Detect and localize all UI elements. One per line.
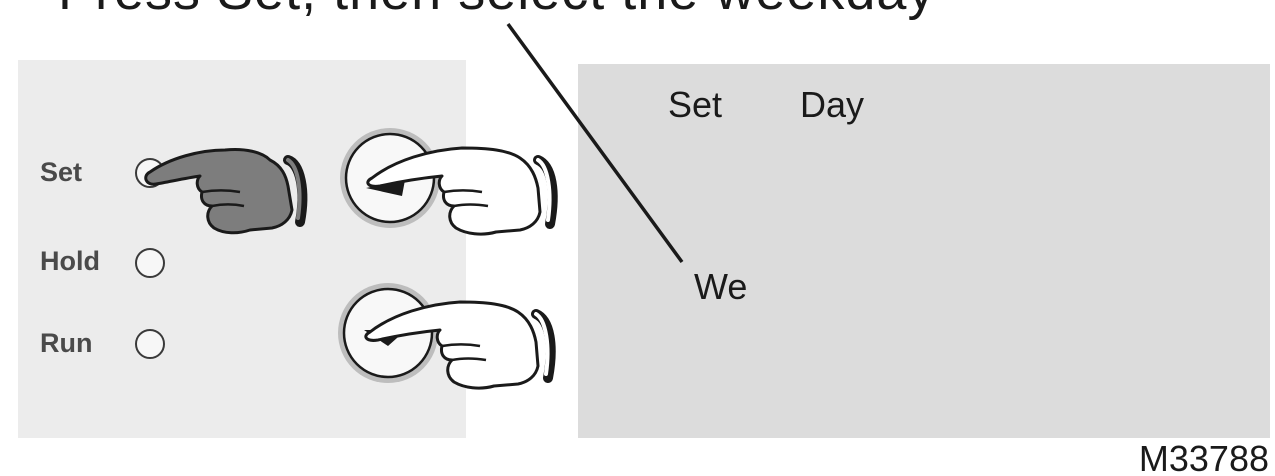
display-day-label: Day: [800, 84, 865, 125]
hand-down-icon: [364, 300, 556, 390]
hold-button[interactable]: [135, 248, 165, 278]
hand-up-icon: [366, 146, 558, 236]
pressing-hand-icon: [144, 148, 308, 235]
leader-line: [506, 22, 684, 264]
instruction-caption: Press Set, then select the weekday: [58, 0, 935, 22]
hold-label: Hold: [40, 246, 100, 276]
display-set-label: Set: [668, 84, 723, 125]
set-label: Set: [40, 157, 83, 187]
lcd-display: [578, 64, 1270, 438]
run-label: Run: [40, 328, 93, 358]
figure-id: M33788: [1138, 438, 1269, 476]
run-button[interactable]: [135, 329, 165, 359]
display-day-value: We: [694, 266, 748, 307]
